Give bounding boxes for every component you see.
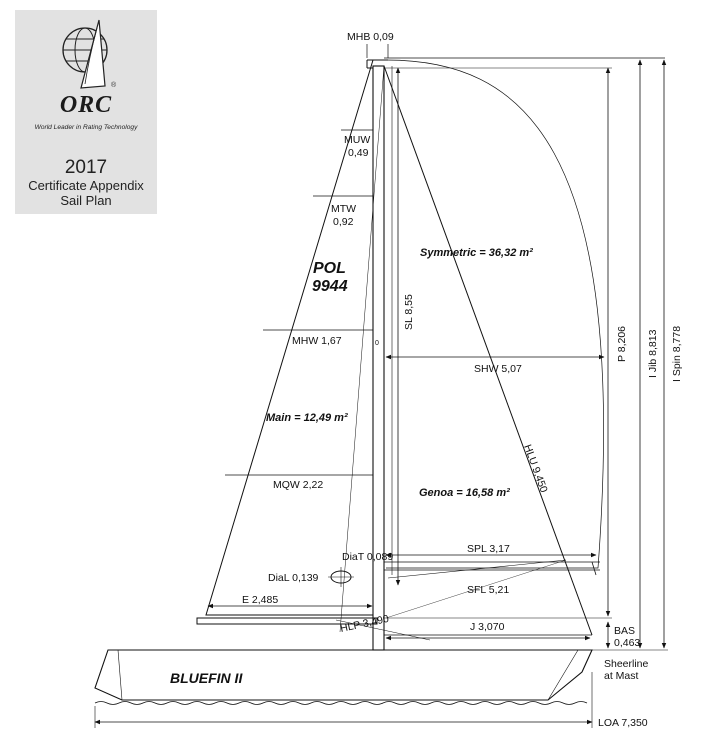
mhw-label: MHW 1,67 xyxy=(292,335,342,347)
forestay xyxy=(383,65,593,636)
genoa-leech xyxy=(339,65,385,633)
registered-mark: ® xyxy=(111,82,117,89)
mqw-label: MQW 2,22 xyxy=(273,479,323,491)
sfl-label: SFL 5,21 xyxy=(467,584,509,596)
shw-label: SHW 5,07 xyxy=(474,363,522,375)
mtw-value: 0,92 xyxy=(333,216,354,228)
spinnaker-outline xyxy=(385,59,604,569)
j-label: J 3,070 xyxy=(470,621,505,633)
e-label: E 2,485 xyxy=(242,594,278,606)
sfl-dimension xyxy=(387,559,567,579)
orc-globe-sail-icon xyxy=(62,19,108,89)
hlp-label: HLP 3,490 xyxy=(339,613,390,635)
sheerline-label-line1: Sheerline xyxy=(604,658,649,670)
sail-number-line1: POL xyxy=(313,260,346,277)
sail-number-line2: 9944 xyxy=(312,278,348,295)
hull-chine xyxy=(117,649,123,701)
dial-label: DiaL 0,139 xyxy=(268,572,319,584)
spl-label: SPL 3,17 xyxy=(467,543,510,555)
i-jib-label: I Jib 8,813 xyxy=(647,329,659,378)
certificate-year: 2017 xyxy=(64,157,108,178)
loa-label: LOA 7,350 xyxy=(598,717,648,729)
sheerline-label-line2: at Mast xyxy=(604,670,639,682)
main-area-label: Main = 12,49 m² xyxy=(266,412,348,424)
muw-value: 0,49 xyxy=(348,147,369,159)
waterline xyxy=(94,701,588,705)
bas-value: 0,463 xyxy=(614,637,640,649)
mtw-label: MTW xyxy=(331,203,356,215)
sl-label: SL 8,55 xyxy=(403,294,415,330)
certificate-subtitle: Sail Plan xyxy=(60,193,112,208)
mhb-label: MHB 0,09 xyxy=(347,31,394,43)
hlu-label: HLU 9,450 xyxy=(521,443,550,494)
orc-tagline: World Leader in Rating Technology xyxy=(34,124,138,131)
mast-mark: 0 xyxy=(375,340,379,347)
orc-wordmark: ORC xyxy=(59,92,113,118)
diat-label: DiaT 0,089 xyxy=(342,551,393,563)
mast xyxy=(372,65,385,651)
bas-label: BAS xyxy=(614,625,635,637)
orc-logo-panel: ® ORC World Leader in Rating Technology … xyxy=(15,10,157,214)
mainsail-outline xyxy=(205,59,374,616)
boom xyxy=(196,617,378,625)
certificate-title: Certificate Appendix xyxy=(28,178,144,193)
p-label: P 8,206 xyxy=(616,326,628,362)
symmetric-area-label: Symmetric = 36,32 m² xyxy=(420,247,533,259)
bow-profile-line xyxy=(547,649,579,701)
boat-name: BLUEFIN II xyxy=(170,670,243,686)
hlp-dimension-line xyxy=(335,619,431,641)
i-spin-label: I Spin 8,778 xyxy=(671,326,683,382)
genoa-area-label: Genoa = 16,58 m² xyxy=(419,487,510,499)
muw-label: MUW xyxy=(344,134,370,146)
